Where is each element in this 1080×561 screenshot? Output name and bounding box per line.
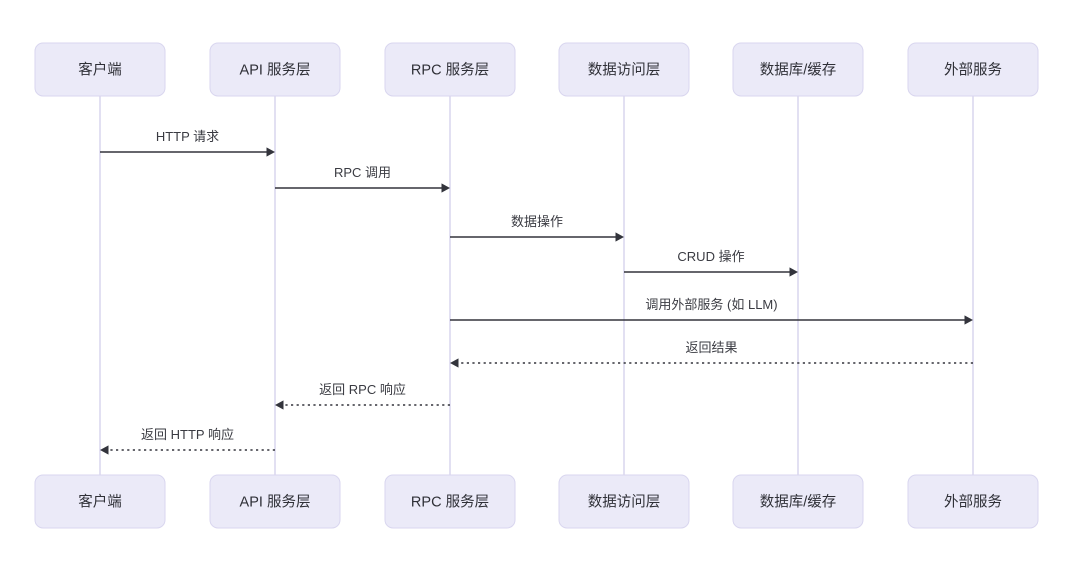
- participant-label-client: 客户端: [78, 61, 122, 78]
- participant-box-api[interactable]: [209, 474, 341, 529]
- participant-label-dao: 数据访问层: [588, 493, 661, 510]
- participant-top-client[interactable]: 客户端: [34, 42, 166, 97]
- message-label-m3: 数据操作: [511, 214, 563, 229]
- message-label-m2: RPC 调用: [334, 165, 391, 180]
- message-arrowhead-m8: [100, 445, 109, 455]
- message-m1[interactable]: HTTP 请求: [100, 129, 275, 157]
- participant-box-rpc[interactable]: [384, 474, 516, 529]
- participant-top-api[interactable]: API 服务层: [209, 42, 341, 97]
- participant-bottom-external[interactable]: 外部服务: [907, 474, 1039, 529]
- message-arrowhead-m6: [450, 358, 459, 368]
- participant-top-db[interactable]: 数据库/缓存: [732, 42, 864, 97]
- message-label-m6: 返回结果: [685, 340, 737, 355]
- participant-label-db: 数据库/缓存: [760, 61, 837, 78]
- participants-bottom-layer: 客户端 API 服务层 RPC 服务层 数据访问层 数据库/缓存 外部服务: [34, 474, 1039, 529]
- participant-label-dao: 数据访问层: [588, 61, 661, 78]
- participant-label-api: API 服务层: [240, 61, 311, 78]
- message-label-m8: 返回 HTTP 响应: [141, 427, 234, 442]
- message-arrowhead-m7: [275, 400, 284, 410]
- message-m3[interactable]: 数据操作: [450, 214, 624, 242]
- participant-bottom-rpc[interactable]: RPC 服务层: [384, 474, 516, 529]
- participant-top-dao[interactable]: 数据访问层: [558, 42, 690, 97]
- participant-top-external[interactable]: 外部服务: [907, 42, 1039, 97]
- message-m8[interactable]: 返回 HTTP 响应: [100, 427, 275, 455]
- message-label-m5: 调用外部服务 (如 LLM): [645, 297, 777, 312]
- participant-top-rpc[interactable]: RPC 服务层: [384, 42, 516, 97]
- participant-box-rpc[interactable]: [384, 42, 516, 97]
- participant-label-external: 外部服务: [944, 61, 1002, 78]
- participant-box-api[interactable]: [209, 42, 341, 97]
- participants-top-layer: 客户端 API 服务层 RPC 服务层 数据访问层 数据库/缓存 外部服务: [34, 42, 1039, 97]
- participant-box-external[interactable]: [907, 474, 1039, 529]
- message-label-m4: CRUD 操作: [677, 249, 744, 264]
- participant-label-external: 外部服务: [944, 493, 1002, 510]
- participant-label-db: 数据库/缓存: [760, 493, 837, 510]
- participant-box-client[interactable]: [34, 474, 166, 529]
- message-m6[interactable]: 返回结果: [450, 340, 973, 368]
- message-label-m7: 返回 RPC 响应: [319, 382, 406, 397]
- message-arrowhead-m1: [266, 147, 275, 157]
- message-arrowhead-m5: [964, 315, 973, 325]
- participant-label-client: 客户端: [78, 493, 122, 510]
- participant-box-db[interactable]: [732, 474, 864, 529]
- participant-box-db[interactable]: [732, 42, 864, 97]
- participant-bottom-api[interactable]: API 服务层: [209, 474, 341, 529]
- participant-label-rpc: RPC 服务层: [411, 61, 489, 78]
- message-arrowhead-m2: [441, 183, 450, 193]
- message-label-m1: HTTP 请求: [156, 129, 219, 144]
- participant-label-api: API 服务层: [240, 493, 311, 510]
- message-m2[interactable]: RPC 调用: [275, 165, 450, 193]
- message-arrowhead-m4: [789, 267, 798, 277]
- message-m4[interactable]: CRUD 操作: [624, 249, 798, 277]
- participant-bottom-client[interactable]: 客户端: [34, 474, 166, 529]
- message-arrowhead-m3: [615, 232, 624, 242]
- message-m7[interactable]: 返回 RPC 响应: [275, 382, 450, 410]
- message-m5[interactable]: 调用外部服务 (如 LLM): [450, 297, 973, 325]
- participant-box-client[interactable]: [34, 42, 166, 97]
- participant-box-dao[interactable]: [558, 474, 690, 529]
- participant-box-dao[interactable]: [558, 42, 690, 97]
- participant-bottom-dao[interactable]: 数据访问层: [558, 474, 690, 529]
- participant-bottom-db[interactable]: 数据库/缓存: [732, 474, 864, 529]
- lifelines-layer: [99, 96, 974, 475]
- participant-label-rpc: RPC 服务层: [411, 493, 489, 510]
- participant-box-external[interactable]: [907, 42, 1039, 97]
